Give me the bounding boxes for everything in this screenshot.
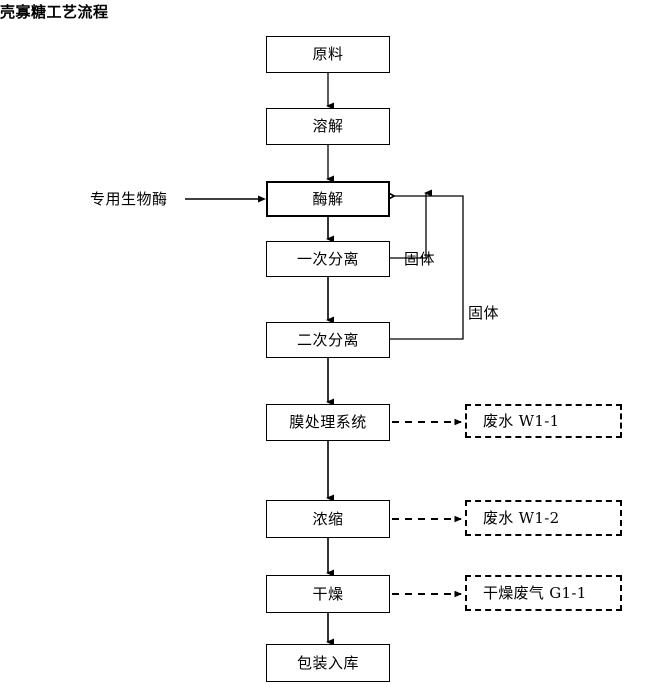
node-packaging-storage[interactable]: 包装入库 xyxy=(266,644,390,682)
node-raw-material[interactable]: 原料 xyxy=(266,36,390,73)
node-dissolution[interactable]: 溶解 xyxy=(266,108,390,145)
node-drying-exhaust-g1-1-label: 干燥废气 G1-1 xyxy=(483,583,587,602)
node-raw-material-label: 原料 xyxy=(312,45,344,63)
node-concentration-label: 浓缩 xyxy=(312,509,344,528)
node-primary-separation[interactable]: 一次分离 xyxy=(266,241,390,277)
page-title: 壳寡糖工艺流程 xyxy=(0,3,109,21)
node-membrane-system-label: 膜处理系统 xyxy=(289,413,367,431)
node-wastewater-w1-1[interactable]: 废水 W1-1 xyxy=(465,404,622,438)
node-secondary-separation[interactable]: 二次分离 xyxy=(266,322,390,358)
node-wastewater-w1-1-label: 废水 W1-1 xyxy=(483,411,560,430)
node-drying[interactable]: 干燥 xyxy=(266,575,390,613)
node-wastewater-w1-2[interactable]: 废水 W1-2 xyxy=(465,500,622,536)
node-dissolution-label: 溶解 xyxy=(312,117,344,135)
node-secondary-separation-label: 二次分离 xyxy=(296,330,359,349)
node-drying-exhaust-g1-1[interactable]: 干燥废气 G1-1 xyxy=(465,575,622,611)
node-concentration[interactable]: 浓缩 xyxy=(266,500,390,538)
recycle-label-solid-secondary: 固体 xyxy=(468,304,500,322)
node-enzymolysis[interactable]: 酶解 xyxy=(266,181,390,217)
node-packaging-storage-label: 包装入库 xyxy=(296,653,359,672)
node-primary-separation-label: 一次分离 xyxy=(296,249,359,268)
recycle-label-solid-primary: 固体 xyxy=(404,250,436,268)
node-enzymolysis-label: 酶解 xyxy=(312,189,344,208)
node-membrane-system[interactable]: 膜处理系统 xyxy=(266,404,390,441)
node-drying-label: 干燥 xyxy=(312,584,344,603)
node-wastewater-w1-2-label: 废水 W1-2 xyxy=(483,508,560,527)
edge-recycle-primary-solid xyxy=(390,189,432,259)
input-label-special-bio-enzyme: 专用生物酶 xyxy=(90,190,168,208)
